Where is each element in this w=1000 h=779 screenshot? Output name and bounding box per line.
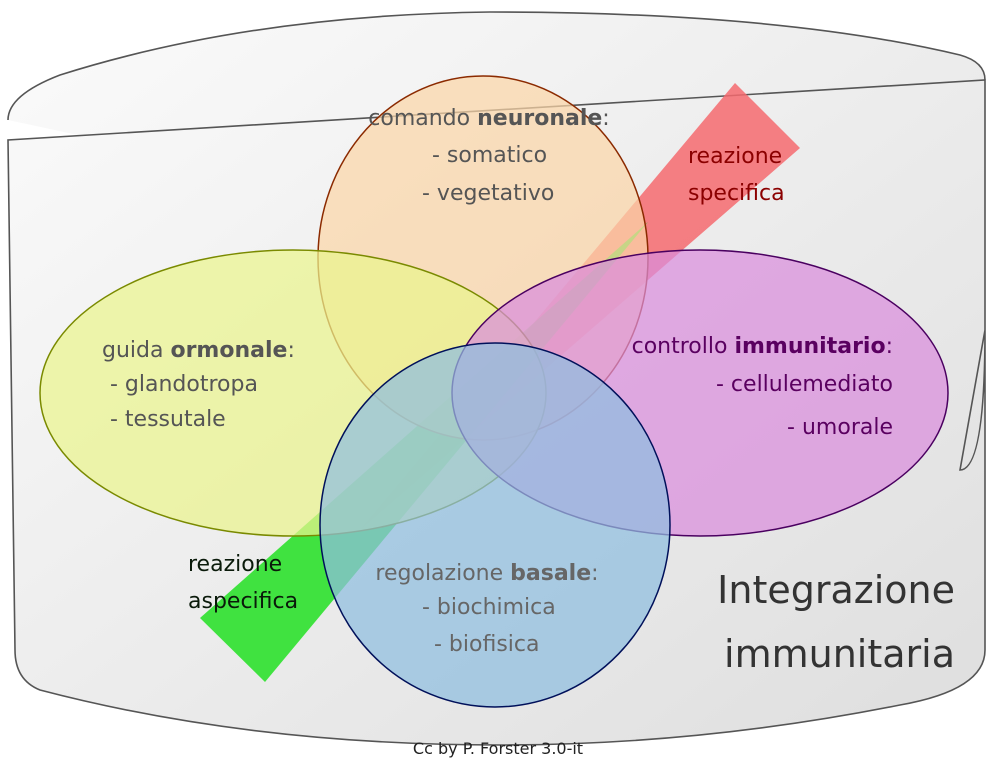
basal-heading: regolazione basale: [375, 561, 598, 586]
aspecific-reaction-label: aspecifica [188, 589, 298, 614]
aspecific-reaction-label: reazione [188, 552, 282, 577]
hormonal-heading: guida ormonale: [102, 338, 295, 363]
basal-item: - biofisica [434, 632, 539, 657]
specific-reaction-label: reazione [688, 144, 782, 169]
neuronal-item: - vegetativo [422, 181, 554, 206]
diagram-title: immunitaria [724, 632, 955, 676]
immune-heading: controllo immunitario: [632, 334, 893, 359]
hormonal-item: - tessutale [110, 407, 226, 432]
neuronal-heading: comando neuronale: [368, 106, 609, 131]
specific-reaction-label: specifica [688, 181, 785, 206]
diagram-title: Integrazione [717, 568, 955, 612]
immune-item: - cellulemediato [716, 372, 893, 397]
hormonal-item: - glandotropa [110, 372, 258, 397]
basal-item: - biochimica [422, 595, 556, 620]
neuronal-item: - somatico [432, 143, 547, 168]
immune-item: - umorale [787, 415, 893, 440]
credit-text: Cc by P. Forster 3.0-it [413, 739, 583, 758]
circle-basal [319, 342, 671, 708]
